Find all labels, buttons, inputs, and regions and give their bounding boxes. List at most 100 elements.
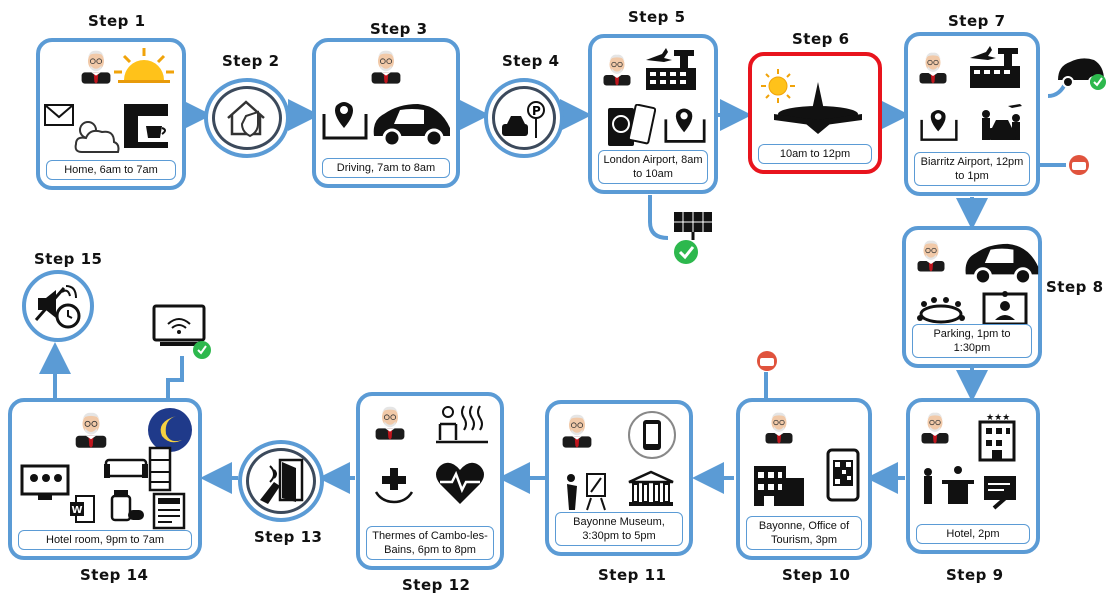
reception-desk-icon <box>924 466 974 504</box>
step-3-label: Step 3 <box>370 20 428 38</box>
step-14-hotel-room-box: W Hotel room, 9pm to 7am <box>8 398 202 560</box>
step-11-caption: Bayonne Museum, 3:30pm to 5pm <box>555 512 683 546</box>
person-icon <box>561 412 593 448</box>
alarm-phone-icon <box>757 351 777 371</box>
person-icon <box>916 238 946 272</box>
sofa-icon <box>104 458 148 478</box>
night-moon-icon <box>148 408 192 452</box>
map-pin-icon <box>664 108 706 143</box>
step-3-driving-box: Driving, 7am to 8am <box>312 38 460 188</box>
step-13-door-entry-circle <box>238 440 324 522</box>
signing-form-icon <box>984 476 1016 510</box>
step-10-office-of-tourism-box: Bayonne, Office of Tourism, 3pm <box>736 398 872 560</box>
mobile-guide-icon <box>628 411 676 459</box>
person-icon <box>370 48 402 84</box>
newspaper-icon <box>152 492 186 530</box>
person-icon <box>920 410 950 444</box>
car-icon <box>965 243 1039 286</box>
map-pin-icon <box>920 109 958 141</box>
car-icon <box>373 104 450 148</box>
heart-rate-icon <box>436 462 484 504</box>
art-visitor-icon <box>567 473 606 511</box>
step-13-label: Step 13 <box>254 528 323 546</box>
step-6-flight-box: 10am to 12pm <box>748 52 882 174</box>
connector-14-tv <box>166 356 184 398</box>
step-8-label: Step 8 <box>1046 278 1104 296</box>
sunrise-icon <box>114 48 174 83</box>
qr-phone-icon <box>826 448 860 502</box>
video-call-icon <box>982 291 1028 326</box>
connected-car-badge-icon <box>1058 58 1106 90</box>
step-1-home-box: Home, 6am to 7am <box>36 38 186 190</box>
thermal-bath-icon <box>436 405 488 444</box>
airport-terminal-icon <box>646 48 696 90</box>
step-4-parking-circle: P <box>484 78 564 158</box>
svg-text:★★★: ★★★ <box>986 413 1010 423</box>
step-10-label: Step 10 <box>782 566 851 584</box>
person-icon <box>374 404 406 440</box>
step-1-caption: Home, 6am to 7am <box>46 160 176 180</box>
word-document-icon: W <box>70 495 95 523</box>
person-icon <box>74 410 108 448</box>
hotel-building-icon: ★★★ <box>978 413 1016 462</box>
step-5-london-airport-box: London Airport, 8am to 10am <box>588 34 718 194</box>
airport-terminal-icon <box>970 46 1020 88</box>
car-rental-icon <box>982 104 1022 140</box>
sun-icon <box>761 69 795 103</box>
step-3-caption: Driving, 7am to 8am <box>322 158 450 178</box>
step-14-caption: Hotel room, 9pm to 7am <box>18 530 192 550</box>
step-10-caption: Bayonne, Office of Tourism, 3pm <box>746 516 862 550</box>
step-15-alarm-circle <box>22 270 94 342</box>
weather-cloud-icon <box>74 121 120 153</box>
medicine-icon <box>110 490 144 522</box>
step-11-label: Step 11 <box>598 566 667 584</box>
bookshelf-icon <box>148 446 172 492</box>
tv-video-icon <box>20 464 70 500</box>
keycard-door-icon <box>260 458 304 504</box>
step-1-label: Step 1 <box>88 12 146 30</box>
step-2-label: Step 2 <box>222 52 280 70</box>
person-icon <box>602 52 632 86</box>
step-7-label: Step 7 <box>948 12 1006 30</box>
wifi-tv-badge-icon <box>152 304 211 359</box>
step-2-smart-home-circle <box>204 78 290 158</box>
step-9-caption: Hotel, 2pm <box>916 524 1030 544</box>
envelope-icon <box>44 104 74 126</box>
step-12-thermes-box: Thermes of Cambo-les-Bains, 6pm to 8pm <box>356 392 504 570</box>
step-14-label: Step 14 <box>80 566 149 584</box>
map-pin-icon <box>322 102 368 140</box>
step-6-caption: 10am to 12pm <box>758 144 872 164</box>
step-15-label: Step 15 <box>34 250 103 268</box>
step-12-caption: Thermes of Cambo-les-Bains, 6pm to 8pm <box>366 526 494 560</box>
step-9-label: Step 9 <box>946 566 1004 584</box>
person-icon <box>80 48 112 84</box>
step-7-caption: Biarritz Airport, 12pm to 1pm <box>914 152 1030 186</box>
step-7-biarritz-airport-box: Biarritz Airport, 12pm to 1pm <box>904 32 1040 196</box>
alarm-phone-icon <box>1069 155 1089 175</box>
person-icon <box>918 50 948 84</box>
person-icon <box>764 410 794 444</box>
connector-5-badge <box>648 195 669 240</box>
museum-building-icon <box>628 470 674 506</box>
healthcare-icon <box>374 468 414 504</box>
step-11-museum-box: Bayonne Museum, 3:30pm to 5pm <box>545 400 693 556</box>
step-4-label: Step 4 <box>502 52 560 70</box>
step-5-label: Step 5 <box>628 8 686 26</box>
step-5-caption: London Airport, 8am to 10am <box>598 150 708 184</box>
parking-icon: P <box>502 101 545 138</box>
step-8-caption: Parking, 1pm to 1:30pm <box>912 324 1032 358</box>
office-building-icon <box>754 466 804 506</box>
airplane-icon <box>774 82 862 134</box>
smart-home-icon <box>227 100 265 138</box>
svg-text:W: W <box>72 505 83 516</box>
solar-panel-badge-icon <box>674 212 712 264</box>
step-9-hotel-box: ★★★ Hotel, 2pm <box>906 398 1040 554</box>
coffee-machine-icon <box>124 104 168 148</box>
meeting-table-icon <box>917 297 965 324</box>
step-8-parking-box: Parking, 1pm to 1:30pm <box>902 226 1042 368</box>
mute-alarm-icon <box>34 285 81 329</box>
svg-text:P: P <box>532 104 541 118</box>
step-6-label: Step 6 <box>792 30 850 48</box>
passport-ticket-icon <box>608 104 656 146</box>
